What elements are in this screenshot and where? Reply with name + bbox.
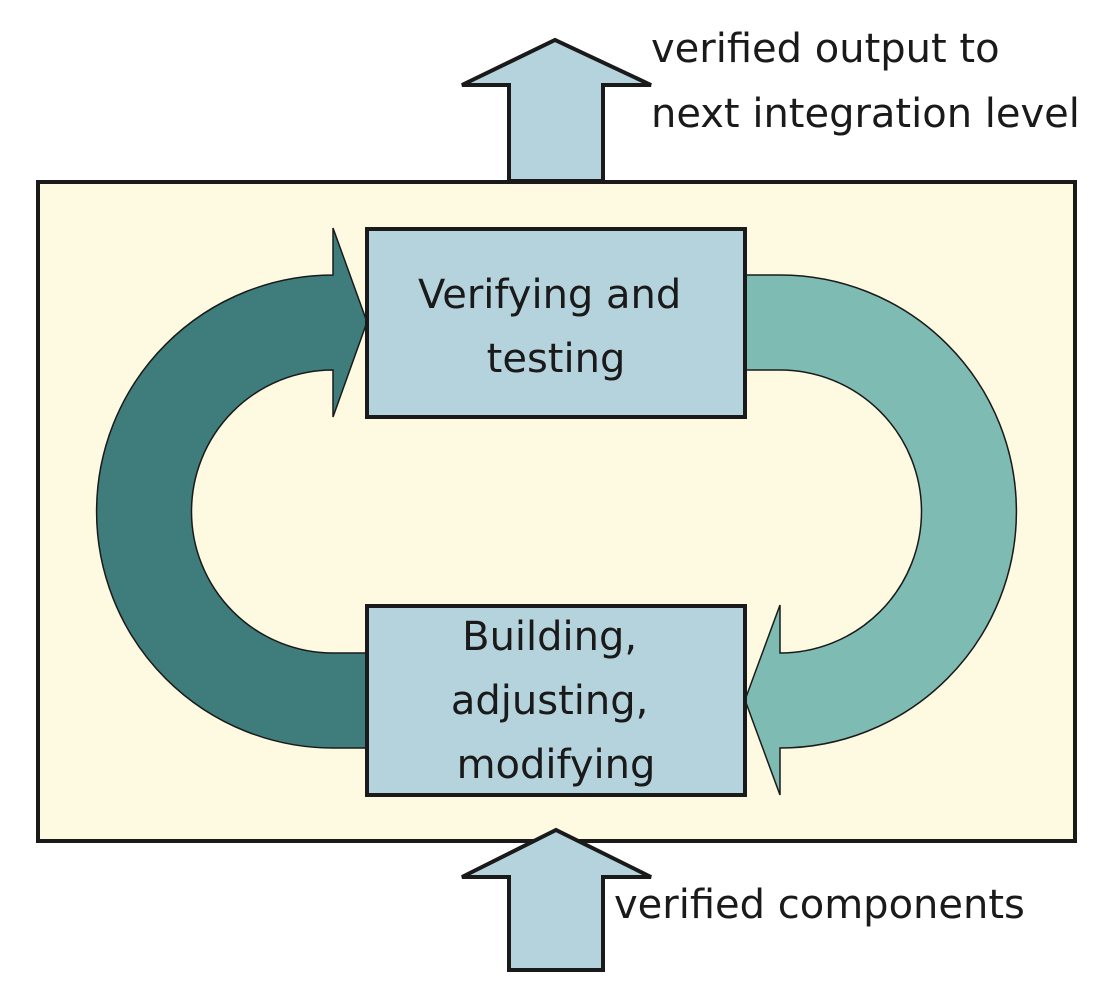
input-arrow: [461, 827, 652, 972]
box-top-line-2: testing: [487, 336, 626, 382]
box-bottom-line-3: modifying: [457, 742, 656, 788]
input-label-line-1: verified components: [614, 882, 1025, 928]
box-bottom-line-1: Building,: [462, 614, 637, 660]
verifying-testing-box: [365, 227, 747, 419]
output-arrow: [461, 37, 652, 183]
box-top-line-1: Verifying and: [418, 272, 681, 318]
output-label: verified output to next integration leve…: [651, 26, 1080, 137]
right-flow-arrow: [744, 274, 1018, 796]
output-label-line-2: next integration level: [651, 91, 1080, 137]
building-adjusting-label: Building, adjusting, modifying: [451, 614, 661, 788]
output-label-line-1: verified output to: [651, 26, 1000, 72]
building-adjusting-box: [365, 604, 747, 797]
verifying-testing-label: Verifying and testing: [418, 272, 694, 382]
left-flow-arrow: [95, 227, 368, 749]
input-label: verified components: [614, 882, 1025, 928]
box-bottom-line-2: adjusting,: [451, 678, 648, 724]
